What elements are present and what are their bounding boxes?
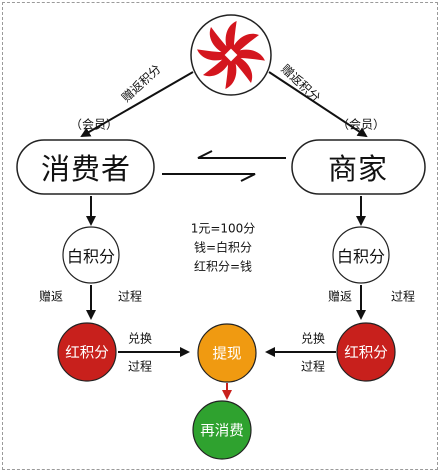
dashed-border [2, 2, 438, 470]
pinwheel-logo-icon [190, 14, 272, 96]
process-label-right: 过程 [390, 289, 416, 304]
consumer-label: 消费者 [40, 152, 132, 186]
note-line-1: 1元=100分 [190, 221, 256, 236]
gift-label-right: 赠返 [327, 289, 353, 304]
exchange-label-left: 兑换 [127, 331, 153, 346]
white-points-right-label: 白积分 [336, 247, 386, 266]
white-points-left-node [62, 226, 120, 284]
process2-label-right: 过程 [300, 359, 326, 374]
merchant-node [291, 139, 426, 195]
consumer-node [16, 139, 155, 195]
white-points-right-node [332, 226, 390, 284]
arrow-logo-to-consumer [80, 71, 194, 137]
red-points-left-node [57, 322, 117, 382]
exchange-arrow-left [197, 150, 286, 159]
withdraw-label: 提现 [212, 346, 242, 363]
exchange-arrow-right [162, 173, 256, 182]
red-points-right-label: 红积分 [344, 345, 388, 362]
red-points-left-label: 红积分 [65, 345, 109, 362]
gift-label-left: 赠返 [38, 289, 64, 304]
reconsume-label: 再消费 [200, 423, 244, 440]
reconsume-node [192, 400, 252, 460]
process-label-left: 过程 [117, 289, 143, 304]
note-line-3: 红积分=钱 [193, 259, 253, 274]
note-line-2: 钱=白积分 [193, 240, 253, 255]
white-points-left-label: 白积分 [66, 247, 116, 266]
member-label-left: （会员） [69, 117, 119, 132]
arrow-logo-to-merchant [268, 71, 368, 138]
red-points-right-node [336, 322, 396, 382]
withdraw-node [197, 323, 257, 383]
exchange-label-right: 兑换 [300, 331, 326, 346]
member-label-right: （会员） [336, 117, 386, 132]
process2-label-left: 过程 [127, 359, 153, 374]
merchant-label: 商家 [327, 152, 389, 186]
